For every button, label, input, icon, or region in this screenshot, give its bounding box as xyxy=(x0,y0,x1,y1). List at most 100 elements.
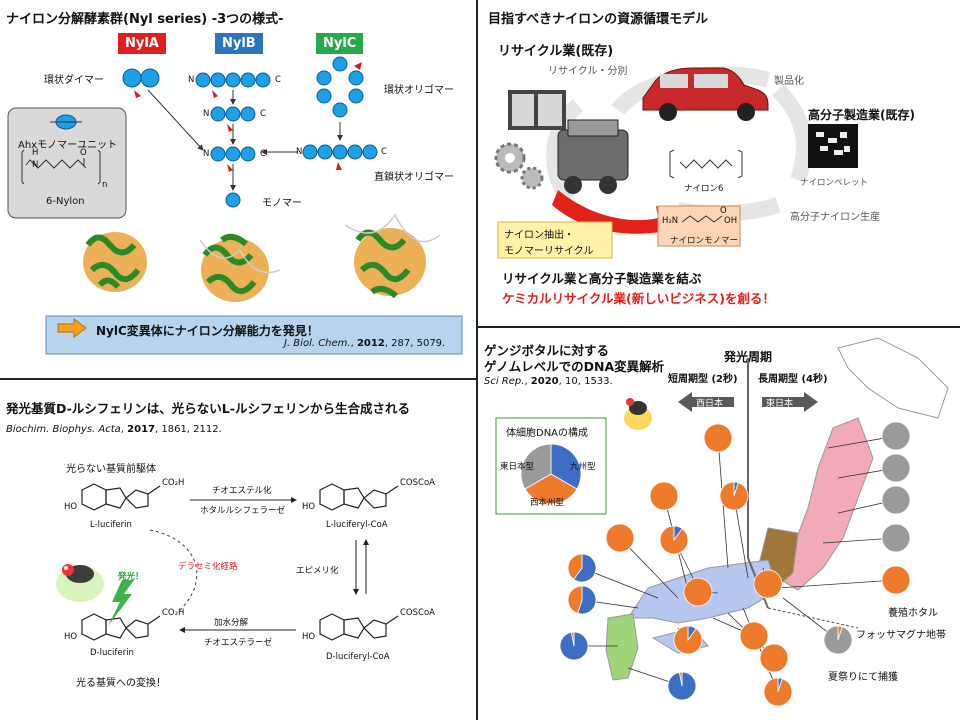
l-luciferin-ho: HO xyxy=(64,502,78,512)
summer-label: 夏祭りにて捕獲 xyxy=(828,672,898,683)
pie-leader-line xyxy=(777,579,897,589)
legend-n: N xyxy=(32,160,39,170)
step1-a-label: チオエステル化 xyxy=(212,486,272,496)
monomer-label: モノマー xyxy=(262,198,302,209)
l-luciferyl-coscoa: COSCoA xyxy=(400,478,435,488)
nylon-enzyme-title: ナイロン分解酵素群(Nyl series) -3つの様式- xyxy=(6,12,284,27)
nylon-citation: J. Biol. Chem., 2012, 287, 5079. xyxy=(284,338,446,349)
monomer-o: O xyxy=(720,206,727,216)
vertical-divider xyxy=(476,0,478,720)
nylon-pathway-diagram xyxy=(7,56,463,355)
firefly-citation-year: 2020 xyxy=(530,376,559,387)
precursor-label: 光らない基質前駆体 xyxy=(66,464,156,475)
genotype-pie xyxy=(759,643,789,673)
genotype-pie xyxy=(739,621,769,651)
monomer-h2n: H₂N xyxy=(662,216,679,226)
n-terminus-3: N xyxy=(203,149,210,159)
luciferin-citation-year: 2017 xyxy=(127,424,155,435)
firefly-genome-panel: ゲンジボタルに対する ゲノムレベルでのDNA変異解析 Sci Rep., 202… xyxy=(478,328,960,720)
n-terminus-1: N xyxy=(188,75,195,85)
recycle-sort-label: リサイクル・分別 xyxy=(548,66,628,77)
recycle-message-line1: リサイクル業と高分子製造業を結ぶ xyxy=(502,271,702,286)
genotype-pie xyxy=(703,423,733,453)
l-luciferin-co2h: CO₂H xyxy=(162,478,185,488)
monomer-box-label: ナイロンモノマー xyxy=(670,236,739,246)
genotype-pie xyxy=(881,485,911,515)
long-period-label: 長周期型 (4秒) xyxy=(758,374,828,385)
genotype-pie xyxy=(567,585,597,615)
monomer-oh: OH xyxy=(724,216,738,226)
fossa-label: フォッサマグナ地帯 xyxy=(856,630,946,641)
conversion-label: 光る基質への変換！ xyxy=(76,678,166,689)
d-luciferyl-label: D-luciferyl-CoA xyxy=(326,652,390,662)
recycle-title: 目指すべきナイロンの資源循環モデル xyxy=(488,12,709,27)
firefly-citation: Sci Rep., 2020, 10, 1533. xyxy=(484,376,613,387)
genotype-pie xyxy=(753,569,783,599)
genotype-pie xyxy=(881,421,911,451)
genotype-pie xyxy=(881,453,911,483)
west-japan-label: 西日本 xyxy=(696,399,724,409)
luciferin-panel: 発光基質D-ルシフェリンは、光らないL-ルシフェリンから生合成される Bioch… xyxy=(0,380,476,720)
recycle-industry-label: リサイクル業(既存) xyxy=(498,44,614,59)
genotype-pie xyxy=(719,481,749,511)
genotype-pie xyxy=(683,577,713,607)
l-luciferyl-label: L-luciferyl-CoA xyxy=(326,520,388,530)
c-terminus-3: C xyxy=(260,149,266,159)
genotype-pie xyxy=(567,553,597,583)
pie-leader-line xyxy=(742,607,779,693)
d-luciferin-ho: HO xyxy=(64,632,78,642)
farm-label: 養殖ホタル xyxy=(888,608,938,619)
period-title: 発光周期 xyxy=(724,350,773,364)
legend-o: O xyxy=(80,148,87,158)
d-luciferin-label: D-luciferin xyxy=(90,648,134,658)
cyclic-oligomer-label: 環状オリゴマー xyxy=(384,85,454,96)
step1-b-label: ホタルルシフェラーゼ xyxy=(200,506,286,516)
japan-map xyxy=(495,337,949,707)
extraction-line2: モノマーリサイクル xyxy=(504,246,594,257)
genotype-pie xyxy=(559,631,589,661)
linear-oligomer-label: 直鎖状オリゴマー xyxy=(374,172,454,183)
recycle-model-panel: 目指すべきナイロンの資源循環モデル リサイクル業(既存) リサイクル・分別 製品… xyxy=(478,0,960,326)
nylon-enzyme-panel: ナイロン分解酵素群(Nyl series) -3つの様式- NylA NylB … xyxy=(0,0,476,378)
polymer-production-label: 高分子ナイロン生産 xyxy=(790,212,880,223)
n-terminus-2: N xyxy=(203,109,210,119)
genotype-pie xyxy=(673,625,703,655)
glow-label: 発光！ xyxy=(118,572,144,582)
genotype-pie xyxy=(823,625,853,655)
legend-sub-n: n xyxy=(102,180,108,190)
genotype-pie xyxy=(763,677,793,707)
recycle-cycle-diagram xyxy=(494,66,858,259)
extraction-line1: ナイロン抽出・ xyxy=(504,230,574,241)
genotype-pie xyxy=(659,525,689,555)
c-terminus-2: C xyxy=(260,109,266,119)
step3-b-label: チオエステラーゼ xyxy=(204,638,273,648)
nylon-citation-rest: , 287, 5079. xyxy=(384,338,446,349)
n-terminus-4: N xyxy=(296,147,303,157)
legend-kyushu-label: 九州型 xyxy=(570,462,596,472)
short-period-label: 短周期型 (2秒) xyxy=(668,374,738,385)
legend-west-label: 西本州型 xyxy=(530,498,565,508)
firefly-citation-journal: Sci Rep. xyxy=(484,376,525,387)
legend-east-label: 東日本型 xyxy=(500,462,535,472)
c-terminus-4: C xyxy=(381,147,387,157)
enzyme-label-nyla: NylA xyxy=(118,33,166,54)
polymer-industry-label: 高分子製造業(既存) xyxy=(808,108,915,122)
step2-label: エピメリ化 xyxy=(296,566,339,576)
step3-a-label: 加水分解 xyxy=(214,618,249,628)
production-label: 製品化 xyxy=(774,76,804,87)
nylon-citation-journal: J. Biol. Chem. xyxy=(284,338,351,349)
d-luciferyl-ho: HO xyxy=(302,632,316,642)
genotype-pie xyxy=(605,523,635,553)
d-luciferyl-coscoa: COSCoA xyxy=(400,608,435,618)
legend-title: 体細胞DNAの構成 xyxy=(506,428,589,439)
legend-polymer-label: 6-Nylon xyxy=(46,196,85,207)
l-luciferyl-ho: HO xyxy=(302,502,316,512)
luciferin-pathway-diagram xyxy=(56,483,399,641)
l-luciferin-label: L-luciferin xyxy=(90,520,132,530)
genotype-pie xyxy=(649,481,679,511)
deracemization-label: デラセミ化経路 xyxy=(178,562,238,572)
enzyme-label-nylc: NylC xyxy=(316,33,364,54)
enzyme-label-nylb: NylB xyxy=(215,33,263,54)
luciferin-title: 発光基質D-ルシフェリンは、光らないL-ルシフェリンから生合成される xyxy=(6,401,410,416)
nylon-banner-text: NylC変異体にナイロン分解能力を発見！ xyxy=(96,324,319,338)
